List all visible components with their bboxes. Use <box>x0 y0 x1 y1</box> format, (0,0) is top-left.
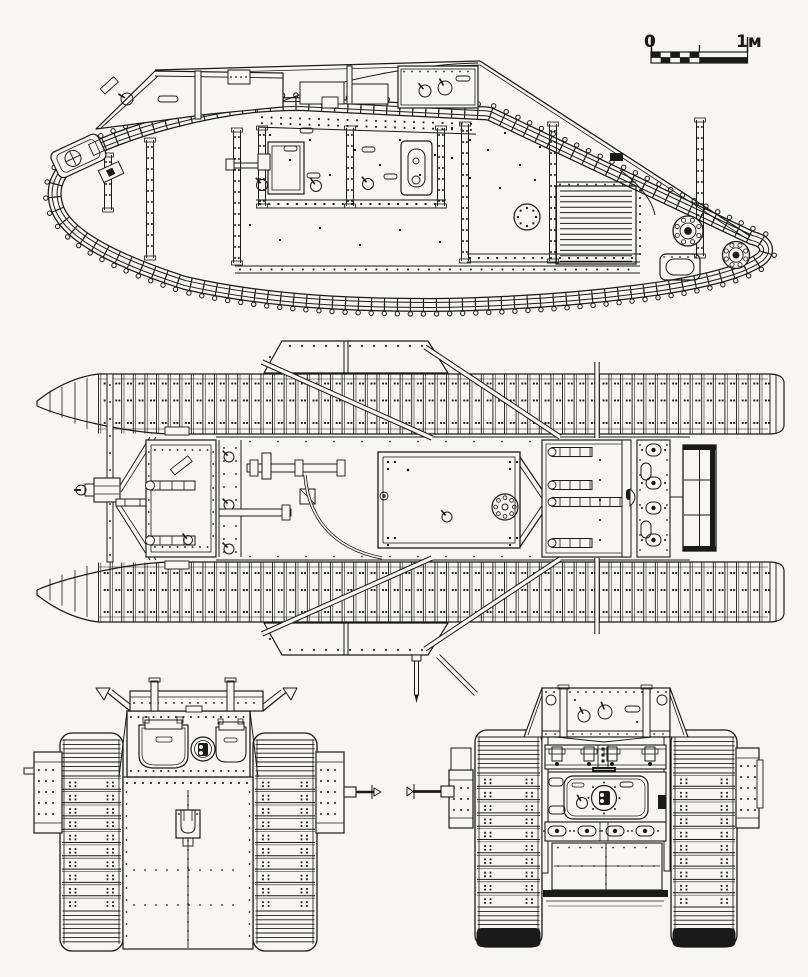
rear-lower-fittings <box>543 821 667 842</box>
field-rivets <box>249 127 541 246</box>
rear-left-sponson <box>448 769 474 829</box>
cab-roof <box>95 677 298 713</box>
rear-deck-cab <box>397 65 479 109</box>
scale-bar-one-meter-label: 1м <box>736 32 762 52</box>
rear-right-track <box>670 729 738 948</box>
front-right-track <box>252 732 318 952</box>
drive-sprocket-hub <box>672 215 751 270</box>
rear-sponson-gun <box>406 784 455 799</box>
front-left-sponson <box>33 751 63 834</box>
track-spanning-hatch-plate <box>263 622 449 656</box>
plan-track-band <box>36 373 785 435</box>
scale-bar: 0 1м <box>644 32 762 64</box>
front-left-track <box>59 732 124 952</box>
rear-cab <box>523 684 689 743</box>
plan-track-band <box>36 561 785 623</box>
engine-cover <box>377 451 521 549</box>
machine-gun-mount <box>400 140 433 196</box>
plan-hull-edges <box>164 426 690 570</box>
escape-hatch-oval <box>659 253 701 281</box>
front-vision-port <box>190 736 216 762</box>
idler-adjuster <box>50 133 125 184</box>
scale-bar-zero-label: 0 <box>644 32 656 52</box>
track-spanning-hatch-plate <box>263 340 449 374</box>
front-cab <box>118 710 259 778</box>
rear-hinge-band <box>544 744 667 774</box>
flywheel-bolt-circle <box>491 493 519 521</box>
front-sponson-gun <box>343 785 382 799</box>
rear-door-panel <box>547 771 667 823</box>
plan-driver-cab <box>145 439 217 558</box>
scale-bar-rule <box>650 37 749 64</box>
rear-hinge-column <box>636 439 671 558</box>
rear-bottom-plate <box>543 842 668 907</box>
control-rods <box>218 452 346 521</box>
plan-hatch-column <box>218 440 242 557</box>
rear-radiator-grille <box>682 444 717 552</box>
rear-left-track <box>474 729 543 948</box>
side-panel-seams <box>102 117 706 266</box>
unditching-beam-rails <box>154 60 751 240</box>
hanging-spud-rod <box>411 654 422 703</box>
radiator-louvres <box>467 181 641 265</box>
vision-slits <box>255 127 398 192</box>
side-front-cab <box>95 69 284 130</box>
rear-view <box>406 684 764 948</box>
side-view <box>43 60 777 317</box>
deck-stowage-boxes <box>299 65 389 109</box>
circular-manhole <box>513 203 541 231</box>
front-view <box>23 677 382 952</box>
tow-shackle-bracket <box>175 809 201 847</box>
gearbox-covers <box>541 439 683 558</box>
side-hull-plating <box>235 116 640 274</box>
plan-view <box>36 340 785 703</box>
rear-right-sponson <box>735 747 760 829</box>
front-hull-plate <box>122 776 254 950</box>
front-right-sponson <box>315 751 345 834</box>
side-sponson-gun <box>225 141 305 195</box>
